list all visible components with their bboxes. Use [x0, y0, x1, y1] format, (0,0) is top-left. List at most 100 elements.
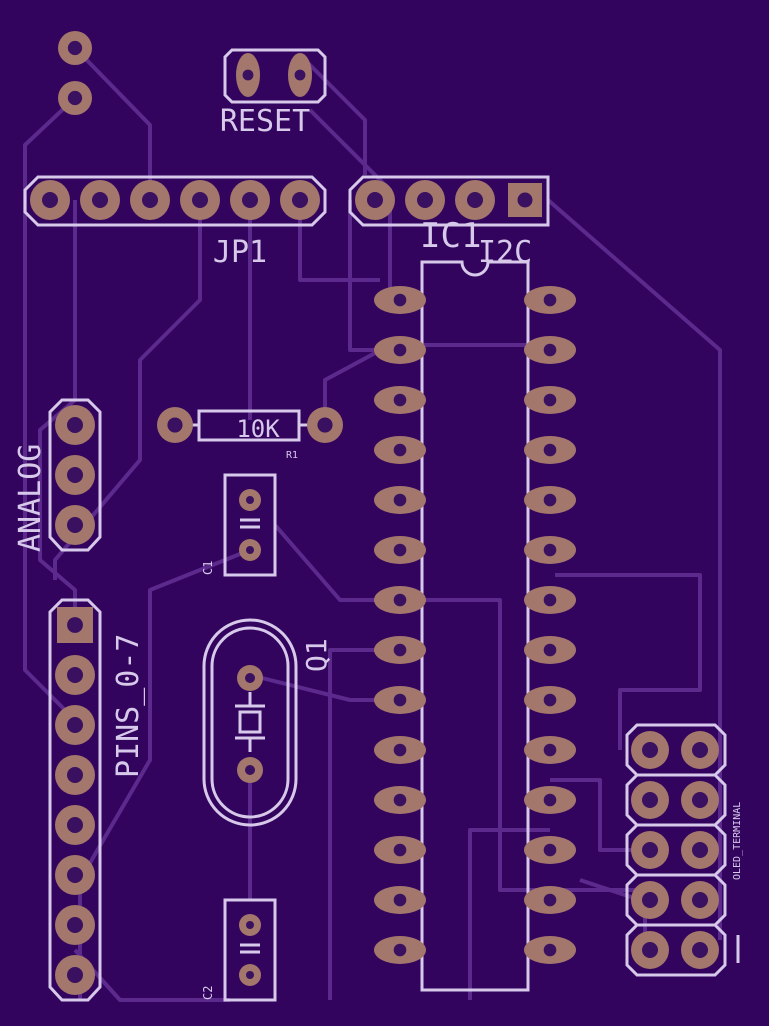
i2c-pad-drill: [367, 192, 383, 208]
trace: [73, 46, 152, 200]
silkscreen-labels: RESET JP1 IC1 I2C 10K R1 ANALOG PINS_0-7…: [13, 104, 743, 1000]
q1-outer-outline: [202, 618, 298, 827]
trace: [328, 648, 380, 1000]
jp1-pad-drill: [92, 192, 108, 208]
ic1-pad-right-drill: [543, 543, 557, 557]
pins-pad-drill: [67, 967, 83, 983]
ic1-pad-right-drill: [543, 293, 557, 307]
trace: [298, 200, 380, 282]
ic1-outline: [420, 260, 530, 992]
oled-pad-drill: [642, 892, 658, 908]
trace: [555, 573, 702, 750]
ic1-pad-right-drill: [543, 843, 557, 857]
r1-pad-drill: [317, 417, 333, 433]
jp1-pad-drill: [192, 192, 208, 208]
ic1-pad-right-drill: [543, 893, 557, 907]
q1-pad-drill: [245, 673, 255, 683]
jp1-header-outline: [23, 175, 327, 227]
pins-pad-drill: [67, 867, 83, 883]
q1-pad-drill: [245, 765, 255, 775]
ic1-pad-left-drill: [393, 793, 407, 807]
ic1-pad-left-drill: [393, 643, 407, 657]
oled-pad-drill: [692, 892, 708, 908]
oled-pad-drill: [642, 842, 658, 858]
trace: [323, 343, 530, 425]
q1-label: Q1: [300, 638, 333, 672]
oled-pad-drill: [642, 942, 658, 958]
jp1-pad-drill: [242, 192, 258, 208]
pins-header-outline: [48, 598, 102, 1002]
c1-pad-drill: [246, 496, 254, 504]
oled-pad-drill: [692, 842, 708, 858]
resistor-value-label: 10K: [236, 415, 280, 443]
oled-label: OLED_TERMINAL: [732, 802, 743, 880]
ic1-pad-right-drill: [543, 393, 557, 407]
c2-pad-drill: [246, 971, 254, 979]
analog-header-outline: [48, 398, 102, 552]
i2c-header-outline: [348, 175, 550, 227]
pins-label: PINS_0-7: [111, 634, 146, 779]
ic1-pad-right-drill: [543, 443, 557, 457]
trace: [298, 53, 367, 175]
ic1-pad-left-drill: [393, 893, 407, 907]
c1-outline: [223, 473, 277, 577]
ic1-pad-right-drill: [543, 793, 557, 807]
ic1-pad-right-drill: [543, 693, 557, 707]
analog-pad-drill: [67, 467, 83, 483]
oled-pad-drill: [642, 742, 658, 758]
resistor-ref-label: R1: [286, 450, 298, 461]
ic1-pad-left-drill: [393, 393, 407, 407]
analog-pad-drill: [67, 517, 83, 533]
i2c-label: I2C: [478, 235, 532, 270]
loose-pad-drill: [67, 90, 83, 106]
pins-pad-drill: [67, 717, 83, 733]
oled-pad-drill: [692, 792, 708, 808]
oled-pad-drill: [692, 742, 708, 758]
c1-label: C1: [201, 561, 215, 575]
jp1-pad-drill: [42, 192, 58, 208]
oled-pad-drill: [692, 942, 708, 958]
ic1-pad-left-drill: [393, 443, 407, 457]
trace: [53, 200, 202, 580]
ic1-pad-left-drill: [393, 493, 407, 507]
ic1-pad-right-drill: [543, 943, 557, 957]
oled-pad-drill: [642, 792, 658, 808]
ic1-label: IC1: [420, 216, 481, 256]
i2c-pad-square-drill: [517, 192, 533, 208]
oled-header-outline: [625, 723, 727, 977]
reset-pad-drill: [294, 69, 306, 81]
ic1-pad-right-drill: [543, 743, 557, 757]
ic1-pad-right-drill: [543, 643, 557, 657]
loose-pad-drill: [67, 40, 83, 56]
i2c-pad-drill: [417, 192, 433, 208]
silkscreen-outlines: [23, 48, 740, 1002]
trace: [579, 878, 641, 902]
c2-outline: [223, 898, 277, 1002]
ic1-pad-left-drill: [393, 693, 407, 707]
reset-jumper-outline: [223, 48, 327, 104]
pins-pad-drill: [67, 767, 83, 783]
ic1-pad-left-drill: [393, 743, 407, 757]
ic1-pad-right-drill: [543, 493, 557, 507]
ic1-pad-right-drill: [543, 593, 557, 607]
ic1-pad-left-drill: [393, 293, 407, 307]
ic1-pad-right-drill: [543, 343, 557, 357]
reset-pad-drill: [242, 69, 254, 81]
q1-crystal-symbol: [238, 710, 262, 734]
i2c-pad-drill: [467, 192, 483, 208]
ic1-pad-left-drill: [393, 543, 407, 557]
ic1-pad-left-drill: [393, 943, 407, 957]
jp1-pad-drill: [292, 192, 308, 208]
copper-pads: [30, 31, 719, 995]
ic1-pad-left-drill: [393, 343, 407, 357]
ic1-pad-left-drill: [393, 593, 407, 607]
pins-pad-drill: [67, 917, 83, 933]
trace: [38, 200, 77, 625]
analog-label: ANALOG: [13, 444, 48, 552]
pins-pad-drill: [67, 667, 83, 683]
jp1-label: JP1: [213, 235, 267, 270]
ic1-pad-left-drill: [393, 843, 407, 857]
c2-label: C2: [201, 986, 215, 1000]
